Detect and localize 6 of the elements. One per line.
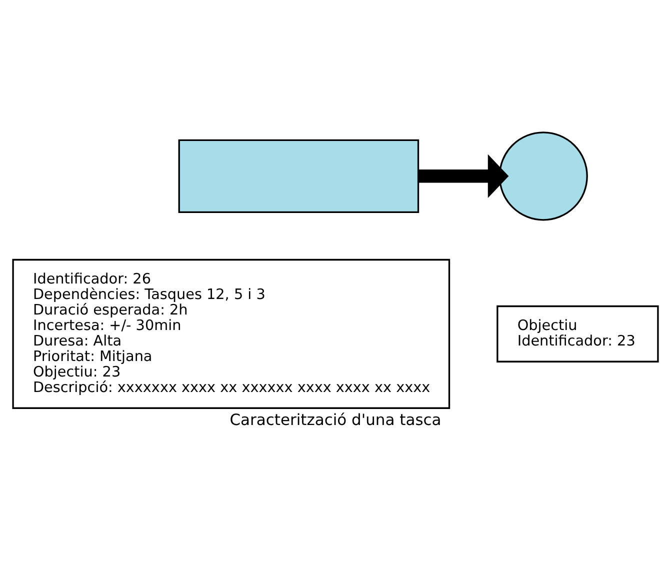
- arrow: [418, 154, 509, 198]
- node-box: Objectiu Identificador: 23: [496, 305, 659, 362]
- caption: Caracterització d'una tasca: [230, 410, 442, 429]
- node-circle: [498, 132, 588, 221]
- node-box: Identificador: 26 Dependències: Tasques 12, 5 i 3 Duració esperada: 2h Incertesa: +/- 30min Duresa: Alta Prioritat: Mitjana Objectiu: 23 Descripció: xxxxxxx xxxx xx xxxxxx xxxx xxxx xx xxxx: [12, 258, 450, 409]
- node-box: [178, 139, 420, 213]
